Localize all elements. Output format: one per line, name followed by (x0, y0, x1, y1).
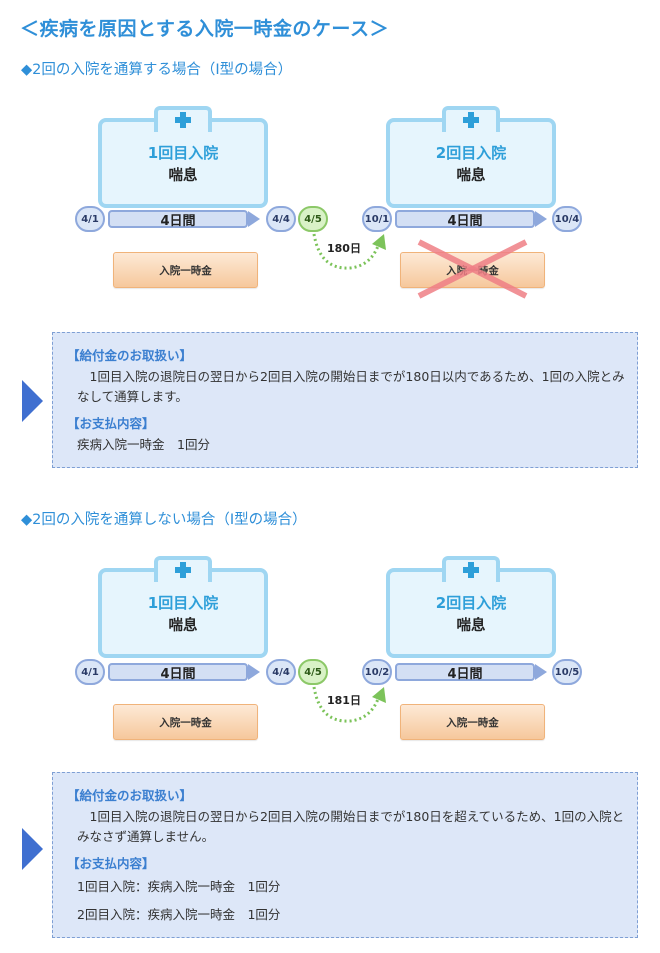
date-node-end: 4/4 (266, 206, 296, 232)
arrow-right-icon (535, 211, 547, 227)
payment-line: 疾病入院一時金 1回分 (77, 437, 210, 452)
gap-days: 180日 (327, 242, 361, 255)
gap-arrow-icon (312, 233, 386, 270)
gap-arrow-icon (312, 686, 386, 723)
payment-line: 2回目入院：疾病入院一時金 1回分 (77, 907, 281, 922)
medical-cross-icon (463, 562, 479, 578)
hospital-icon-first: 1回目入院 喘息 (98, 556, 268, 658)
payment-line: 1回目入院：疾病入院一時金 1回分 (77, 879, 281, 894)
stay-label: 2回目入院 (435, 594, 507, 612)
date-node-next-day: 4/5 (298, 206, 328, 232)
stay-label: 1回目入院 (147, 144, 219, 162)
stay-label: 2回目入院 (435, 144, 507, 162)
date-node-end: 4/4 (266, 659, 296, 685)
section-heading-separate: ◆2回の入院を通算しない場合（I型の場合） (21, 512, 307, 528)
page-title: ＜疾病を原因とする入院一時金のケース＞ (20, 18, 389, 40)
date-node-start: 4/1 (75, 659, 105, 685)
payment-box: 入院一時金 (113, 252, 258, 288)
duration-bar: 4日間 (108, 210, 248, 229)
medical-cross-icon (463, 112, 479, 128)
date-node-start: 10/1 (362, 206, 392, 232)
duration-bar: 4日間 (395, 210, 535, 229)
date-node-end: 10/4 (552, 206, 582, 232)
duration-bar: 4日間 (108, 663, 248, 682)
arrow-right-icon (535, 664, 547, 680)
hospital-icon-first: 1回目入院 喘息 (98, 106, 268, 208)
date-node-start: 10/2 (362, 659, 392, 685)
duration-bar: 4日間 (395, 663, 535, 682)
stay-condition: 喘息 (168, 618, 198, 634)
cross-out-icon (417, 239, 528, 299)
date-node-next-day: 4/5 (298, 659, 328, 685)
arrow-right-icon (248, 664, 260, 680)
medical-cross-icon (175, 562, 191, 578)
handling-text: 1回目入院の退院日の翌日から2回目入院の開始日までが180日以内であるため、1回… (77, 369, 625, 404)
pointer-triangle-icon (22, 828, 43, 870)
explanation-box: 【給付金のお取扱い】 1回目入院の退院日の翌日から2回目入院の開始日までが180… (52, 772, 638, 938)
section-heading-combined: ◆2回の入院を通算する場合（I型の場合） (21, 62, 293, 78)
date-node-end: 10/5 (552, 659, 582, 685)
stay-condition: 喘息 (456, 168, 486, 184)
explanation-box: 【給付金のお取扱い】 1回目入院の退院日の翌日から2回目入院の開始日までが180… (52, 332, 638, 468)
arrow-right-icon (248, 211, 260, 227)
payment-box: 入院一時金 (113, 704, 258, 740)
date-node-start: 4/1 (75, 206, 105, 232)
handling-text: 1回目入院の退院日の翌日から2回目入院の開始日までが180日を超えているため、1… (77, 809, 625, 844)
hospital-icon-second: 2回目入院 喘息 (386, 106, 556, 208)
hospital-icon-second: 2回目入院 喘息 (386, 556, 556, 658)
payment-label: 【お支払内容】 (67, 416, 155, 431)
stay-condition: 喘息 (456, 618, 486, 634)
payment-box: 入院一時金 (400, 704, 545, 740)
stay-condition: 喘息 (168, 168, 198, 184)
pointer-triangle-icon (22, 380, 43, 422)
medical-cross-icon (175, 112, 191, 128)
stay-label: 1回目入院 (147, 594, 219, 612)
payment-label: 【お支払内容】 (67, 856, 155, 871)
gap-days: 181日 (327, 694, 361, 707)
handling-label: 【給付金のお取扱い】 (67, 348, 193, 363)
handling-label: 【給付金のお取扱い】 (67, 788, 193, 803)
